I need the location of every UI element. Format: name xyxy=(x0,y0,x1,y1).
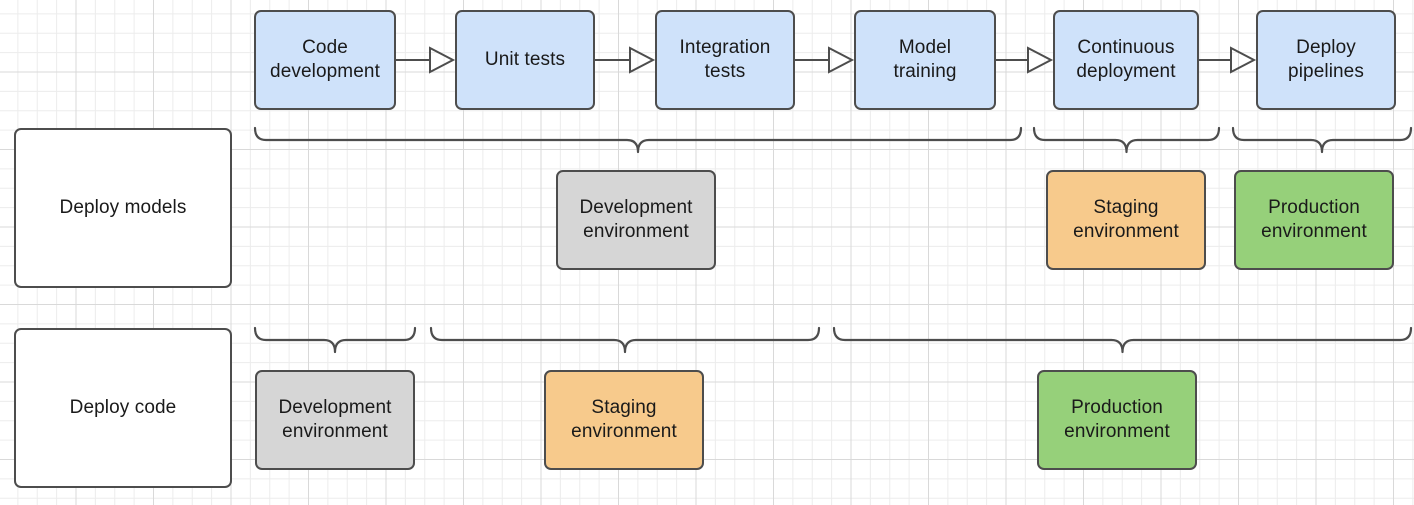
pipeline-arrow-3 xyxy=(795,46,855,74)
env-deploy-models-dev[interactable]: Development environment xyxy=(556,170,716,270)
brace-deploy-models-2 xyxy=(1032,126,1221,154)
pipeline-stage-unit-tests[interactable]: Unit tests xyxy=(455,10,595,110)
pipeline-arrow-1 xyxy=(396,46,456,74)
row-label-deploy-code[interactable]: Deploy code xyxy=(14,328,232,488)
pipeline-arrow-4 xyxy=(996,46,1054,74)
env-deploy-models-staging[interactable]: Staging environment xyxy=(1046,170,1206,270)
brace-deploy-code-2 xyxy=(429,326,821,354)
env-deploy-code-prod[interactable]: Production environment xyxy=(1037,370,1197,470)
brace-deploy-models-1 xyxy=(253,126,1023,154)
pipeline-arrow-5 xyxy=(1199,46,1257,74)
env-deploy-code-dev[interactable]: Development environment xyxy=(255,370,415,470)
brace-deploy-code-1 xyxy=(253,326,417,354)
pipeline-arrow-2 xyxy=(595,46,656,74)
brace-deploy-models-3 xyxy=(1231,126,1413,154)
pipeline-stage-deploy-pipelines[interactable]: Deploy pipelines xyxy=(1256,10,1396,110)
pipeline-stage-continuous-deployment[interactable]: Continuous deployment xyxy=(1053,10,1199,110)
brace-deploy-code-3 xyxy=(832,326,1413,354)
pipeline-stage-code-development[interactable]: Code development xyxy=(254,10,396,110)
env-deploy-code-staging[interactable]: Staging environment xyxy=(544,370,704,470)
pipeline-stage-integration-tests[interactable]: Integration tests xyxy=(655,10,795,110)
env-deploy-models-prod[interactable]: Production environment xyxy=(1234,170,1394,270)
pipeline-stage-model-training[interactable]: Model training xyxy=(854,10,996,110)
row-label-deploy-models[interactable]: Deploy models xyxy=(14,128,232,288)
